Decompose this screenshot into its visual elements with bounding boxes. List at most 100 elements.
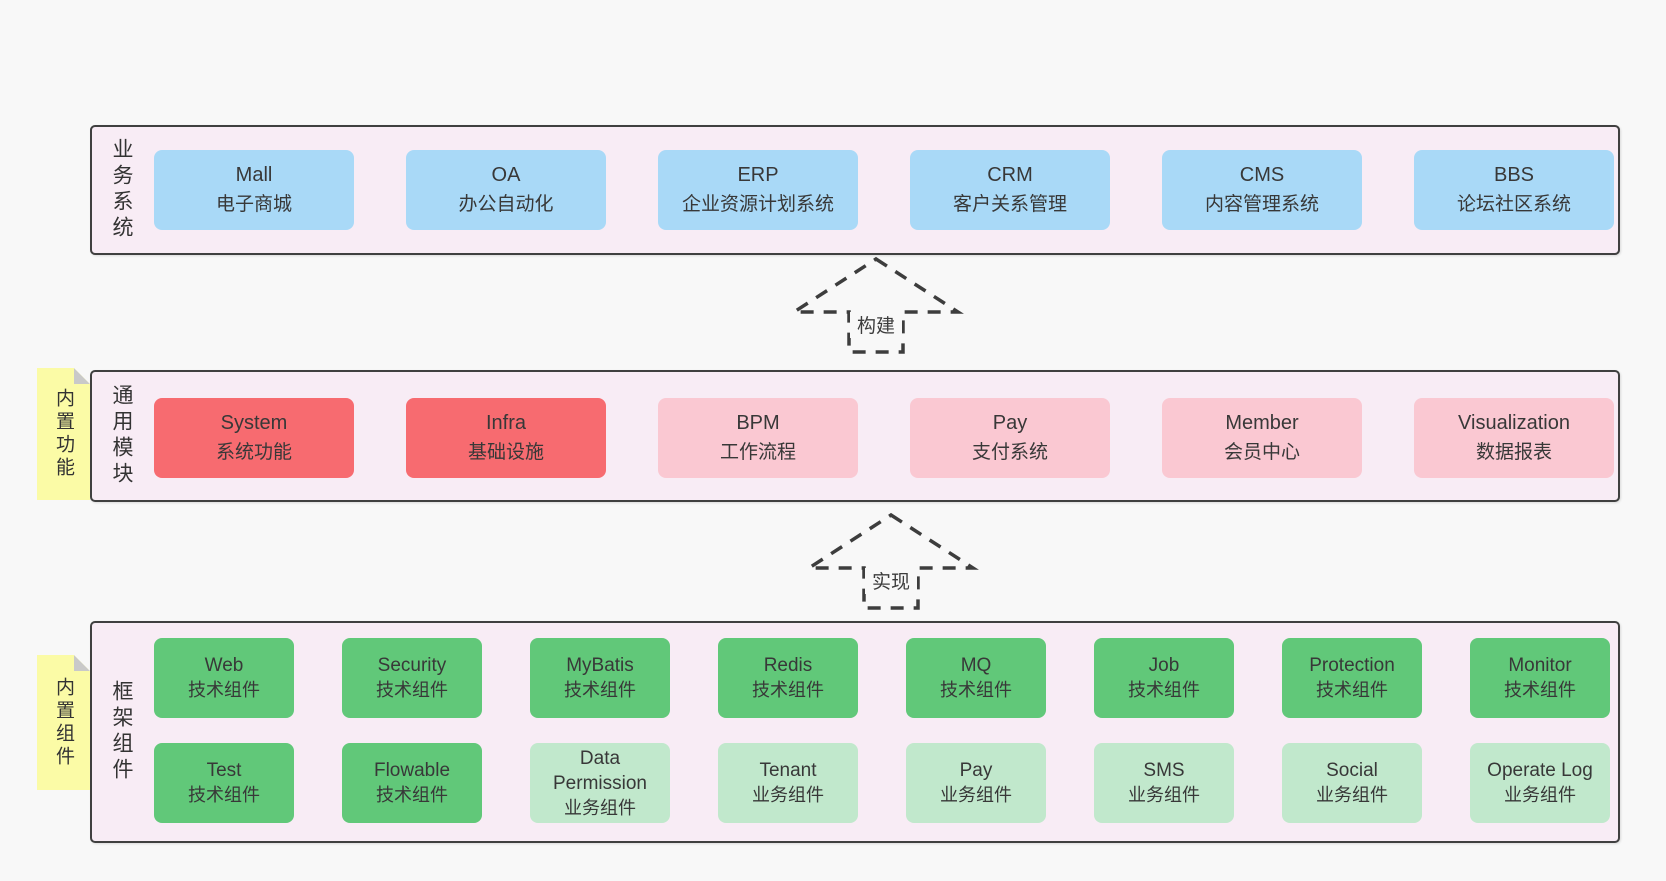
- section-common-modules: 通用模块 System 系统功能 Infra 基础设施 BPM 工作流程 Pay…: [90, 370, 1620, 502]
- node-title: Social: [1326, 760, 1378, 781]
- node-bpm: BPM 工作流程: [658, 398, 858, 478]
- node-subtitle: 业务组件: [1504, 785, 1576, 805]
- up-arrow-icon: [803, 512, 979, 610]
- node-title: Web: [204, 655, 244, 676]
- sticky-label: 内置功能: [53, 388, 74, 480]
- node-system: System 系统功能: [154, 398, 354, 478]
- node-title: Mall: [235, 164, 273, 186]
- node-pay-biz: Pay 业务组件: [906, 743, 1046, 823]
- node-job: Job 技术组件: [1094, 638, 1234, 718]
- node-security: Security 技术组件: [342, 638, 482, 718]
- node-subtitle: 技术组件: [940, 680, 1012, 700]
- node-subtitle: 业务组件: [564, 797, 636, 818]
- node-subtitle: 办公自动化: [458, 194, 554, 215]
- node-title: Flowable: [373, 760, 451, 781]
- node-tenant: Tenant 业务组件: [718, 743, 858, 823]
- node-title: BBS: [1493, 164, 1535, 186]
- section-framework-label: 框架组件: [110, 680, 133, 784]
- node-protection: Protection 技术组件: [1282, 638, 1422, 718]
- node-title: Visualization: [1458, 412, 1570, 434]
- node-monitor: Monitor 技术组件: [1470, 638, 1610, 718]
- up-arrow-icon: [788, 256, 964, 354]
- node-title: Test: [206, 760, 242, 781]
- section-business-systems: 业务系统 Mall 电子商城 OA 办公自动化 ERP 企业资源计划系统 CRM…: [90, 125, 1620, 255]
- node-title: Member: [1225, 412, 1299, 434]
- node-subtitle: 客户关系管理: [952, 194, 1067, 215]
- node-title: Protection: [1309, 655, 1395, 676]
- node-data-permission: Data Permission 业务组件: [530, 743, 670, 823]
- node-sms: SMS 业务组件: [1094, 743, 1234, 823]
- sticky-built-in-features: 内置功能: [37, 368, 90, 500]
- node-pay: Pay 支付系统: [910, 398, 1110, 478]
- node-erp: ERP 企业资源计划系统: [658, 150, 858, 230]
- node-title: OA: [491, 164, 521, 186]
- node-title: SMS: [1143, 760, 1185, 781]
- build-arrow-label: 构建: [857, 315, 895, 337]
- arrow-label-bg: [865, 568, 917, 594]
- node-title: Job: [1148, 655, 1180, 676]
- node-subtitle: 数据报表: [1475, 442, 1552, 463]
- node-subtitle: 企业资源计划系统: [681, 194, 834, 215]
- node-title: Infra: [485, 412, 527, 434]
- folded-corner-icon: [74, 655, 90, 671]
- node-mybatis: MyBatis 技术组件: [530, 638, 670, 718]
- node-subtitle: 电子商城: [215, 194, 292, 215]
- node-title: Data Permission: [553, 747, 647, 794]
- node-subtitle: 技术组件: [188, 680, 260, 700]
- node-subtitle: 论坛社区系统: [1456, 194, 1571, 215]
- node-subtitle: 业务组件: [940, 785, 1012, 805]
- framework-node-row-2: Test 技术组件 Flowable 技术组件 Data Permission …: [154, 743, 1610, 823]
- node-title: Pay: [992, 412, 1028, 434]
- node-subtitle: 会员中心: [1223, 442, 1300, 463]
- sticky-built-in-components: 内置组件: [37, 655, 90, 790]
- node-subtitle: 技术组件: [1128, 680, 1200, 700]
- node-visualization: Visualization 数据报表: [1414, 398, 1614, 478]
- business-node-row: Mall 电子商城 OA 办公自动化 ERP 企业资源计划系统 CRM 客户关系…: [154, 150, 1614, 230]
- node-crm: CRM 客户关系管理: [910, 150, 1110, 230]
- node-title: MQ: [960, 655, 992, 676]
- node-subtitle: 技术组件: [376, 785, 448, 805]
- node-redis: Redis 技术组件: [718, 638, 858, 718]
- node-bbs: BBS 论坛社区系统: [1414, 150, 1614, 230]
- node-subtitle: 技术组件: [376, 680, 448, 700]
- framework-node-row-1: Web 技术组件 Security 技术组件 MyBatis 技术组件 Redi…: [154, 638, 1610, 718]
- implement-arrow-label: 实现: [872, 571, 910, 593]
- node-operate-log: Operate Log 业务组件: [1470, 743, 1610, 823]
- modules-node-row: System 系统功能 Infra 基础设施 BPM 工作流程 Pay 支付系统…: [154, 398, 1614, 478]
- node-subtitle: 支付系统: [971, 442, 1048, 463]
- implement-arrow: 实现: [803, 512, 979, 610]
- node-title: CMS: [1239, 164, 1285, 186]
- arrow-label-bg: [850, 312, 902, 338]
- node-title: Operate Log: [1487, 760, 1593, 781]
- node-flowable: Flowable 技术组件: [342, 743, 482, 823]
- node-test: Test 技术组件: [154, 743, 294, 823]
- node-web: Web 技术组件: [154, 638, 294, 718]
- node-subtitle: 技术组件: [752, 680, 824, 700]
- node-title: Redis: [763, 655, 813, 676]
- node-title: Pay: [959, 760, 993, 781]
- node-subtitle: 内容管理系统: [1204, 194, 1319, 215]
- node-subtitle: 业务组件: [752, 785, 824, 805]
- node-title: Security: [377, 655, 447, 676]
- node-subtitle: 技术组件: [1504, 680, 1576, 700]
- node-title: System: [220, 412, 288, 434]
- node-mall: Mall 电子商城: [154, 150, 354, 230]
- node-subtitle: 系统功能: [215, 442, 292, 463]
- node-subtitle: 业务组件: [1316, 785, 1388, 805]
- node-title: ERP: [737, 164, 779, 186]
- section-framework-components: 框架组件 Web 技术组件 Security 技术组件 MyBatis 技术组件…: [90, 621, 1620, 843]
- node-subtitle: 技术组件: [564, 680, 636, 700]
- node-social: Social 业务组件: [1282, 743, 1422, 823]
- node-infra: Infra 基础设施: [406, 398, 606, 478]
- node-cms: CMS 内容管理系统: [1162, 150, 1362, 230]
- node-subtitle: 业务组件: [1128, 785, 1200, 805]
- folded-corner-icon: [74, 368, 90, 384]
- node-subtitle: 技术组件: [1316, 680, 1388, 700]
- node-subtitle: 技术组件: [188, 785, 260, 805]
- sticky-label: 内置组件: [53, 676, 74, 769]
- node-title: Monitor: [1508, 655, 1572, 676]
- node-mq: MQ 技术组件: [906, 638, 1046, 718]
- section-modules-label: 通用模块: [110, 384, 133, 488]
- node-title: Tenant: [759, 760, 817, 781]
